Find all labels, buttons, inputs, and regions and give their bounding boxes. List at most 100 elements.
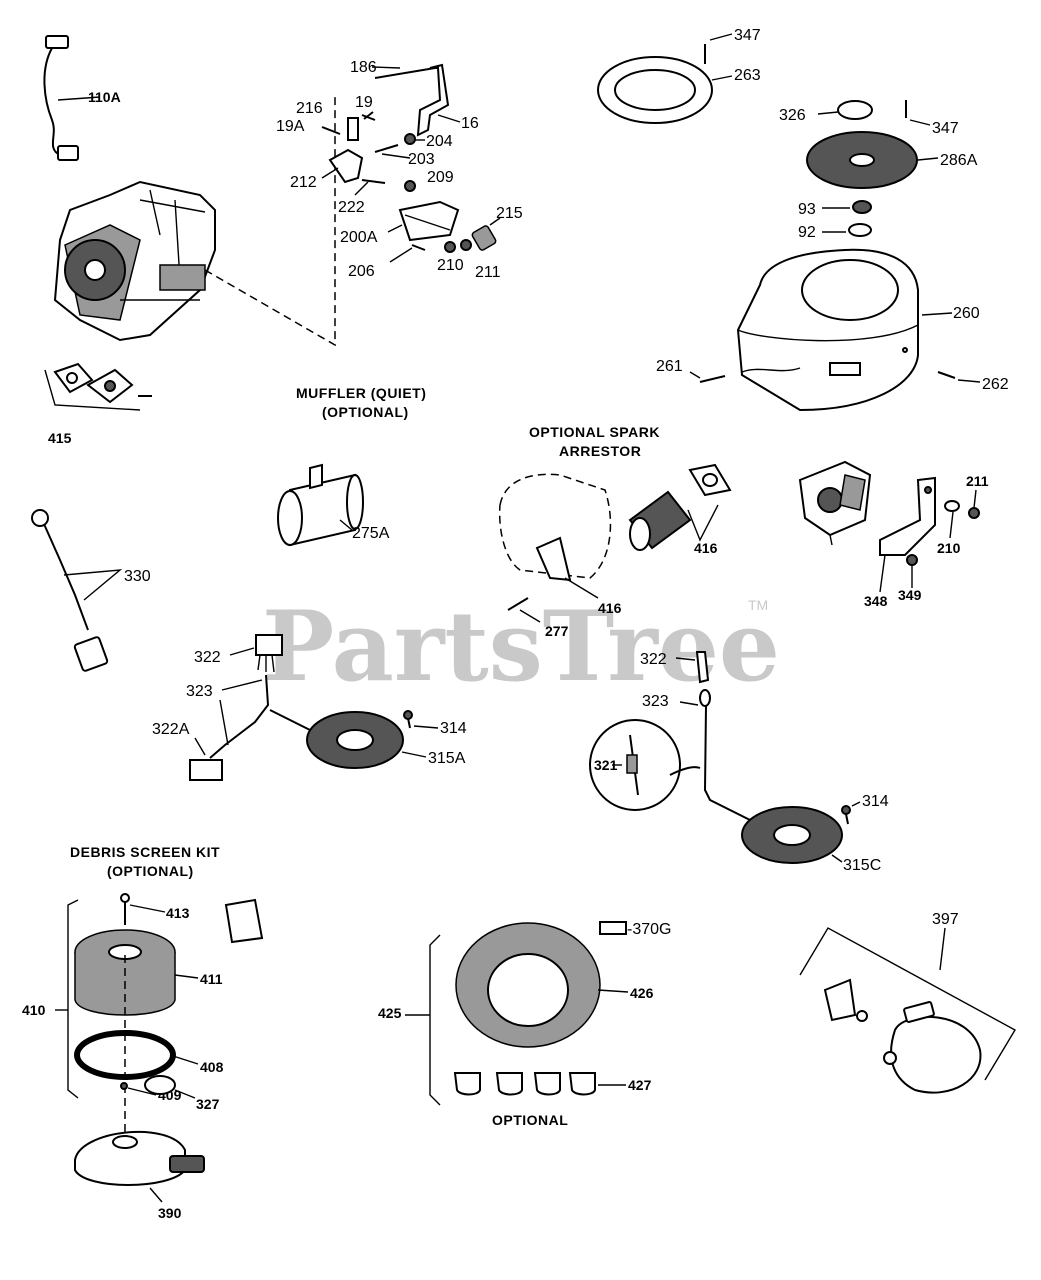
carburetor[interactable] bbox=[798, 460, 872, 546]
label-93[interactable]: 93 bbox=[798, 201, 816, 218]
part-415-flange[interactable] bbox=[53, 362, 152, 404]
label-260[interactable]: 260 bbox=[953, 305, 980, 322]
part-397-rewind-starter[interactable] bbox=[823, 978, 982, 1094]
label-427[interactable]: 427 bbox=[628, 1077, 652, 1093]
part-426-filter[interactable] bbox=[455, 922, 601, 1048]
part-322-connector-a[interactable] bbox=[255, 634, 283, 673]
label-216[interactable]: 216 bbox=[296, 100, 323, 117]
label-204[interactable]: 204 bbox=[426, 133, 453, 150]
part-211-a[interactable] bbox=[460, 239, 472, 251]
label-215[interactable]: 215 bbox=[496, 205, 523, 222]
label-408[interactable]: 408 bbox=[200, 1059, 224, 1075]
label-323-a[interactable]: 323 bbox=[186, 683, 213, 700]
part-349[interactable] bbox=[906, 554, 918, 566]
part-216[interactable] bbox=[347, 117, 359, 141]
label-203[interactable]: 203 bbox=[408, 151, 435, 168]
part-263-gasket[interactable] bbox=[597, 56, 713, 124]
label-110a[interactable]: 110A bbox=[88, 89, 121, 105]
label-19a[interactable]: 19A bbox=[276, 118, 305, 135]
part-209[interactable] bbox=[404, 180, 416, 192]
part-16-lever[interactable] bbox=[416, 63, 450, 137]
label-211-b[interactable]: 211 bbox=[966, 473, 989, 489]
part-261-bolt[interactable] bbox=[699, 375, 726, 383]
part-260-blower-housing[interactable] bbox=[736, 248, 919, 412]
label-261[interactable]: 261 bbox=[656, 358, 683, 375]
part-315c-alternator[interactable] bbox=[741, 806, 843, 864]
part-215-spring[interactable] bbox=[471, 225, 497, 251]
part-427-clips[interactable] bbox=[453, 1072, 596, 1096]
label-92[interactable]: 92 bbox=[798, 224, 816, 241]
label-275a[interactable]: 275A bbox=[352, 525, 390, 542]
label-209[interactable]: 209 bbox=[427, 169, 454, 186]
part-210-a[interactable] bbox=[444, 241, 456, 253]
part-315a-alternator[interactable] bbox=[306, 711, 404, 769]
label-426[interactable]: 426 bbox=[630, 985, 654, 1001]
label-16[interactable]: 16 bbox=[461, 115, 479, 132]
label-212[interactable]: 212 bbox=[290, 174, 317, 191]
part-314-b[interactable] bbox=[841, 805, 851, 815]
part-186-rod[interactable] bbox=[374, 67, 436, 79]
label-19[interactable]: 19 bbox=[355, 94, 373, 111]
label-330[interactable]: 330 bbox=[124, 568, 151, 585]
part-416-screen[interactable] bbox=[628, 490, 692, 551]
part-416-gasket[interactable] bbox=[688, 463, 732, 497]
label-206[interactable]: 206 bbox=[348, 263, 375, 280]
label-210-b[interactable]: 210 bbox=[937, 540, 961, 556]
label-263[interactable]: 263 bbox=[734, 67, 761, 84]
part-211-b[interactable] bbox=[968, 507, 980, 519]
label-200a[interactable]: 200A bbox=[340, 229, 378, 246]
part-93-nut[interactable] bbox=[852, 200, 872, 214]
label-315a[interactable]: 315A bbox=[428, 750, 466, 767]
label-348[interactable]: 348 bbox=[864, 593, 888, 609]
label-314-b[interactable]: 314 bbox=[862, 793, 889, 810]
part-110a-wire[interactable] bbox=[43, 35, 79, 161]
part-411-screen[interactable] bbox=[74, 929, 176, 1016]
label-370g[interactable]: -370G bbox=[627, 921, 671, 938]
part-330-lead[interactable] bbox=[31, 509, 109, 672]
label-322-a[interactable]: 322 bbox=[194, 649, 221, 666]
label-410[interactable]: 410 bbox=[22, 1002, 46, 1018]
label-315c[interactable]: 315C bbox=[843, 857, 881, 874]
part-370g-tag[interactable] bbox=[599, 921, 627, 935]
part-92-washer[interactable] bbox=[848, 223, 872, 237]
label-321[interactable]: 321 bbox=[594, 757, 618, 773]
label-210-a[interactable]: 210 bbox=[437, 257, 464, 274]
engine-block[interactable] bbox=[53, 180, 216, 342]
label-347-b[interactable]: 347 bbox=[932, 120, 959, 137]
label-416-a[interactable]: 416 bbox=[694, 540, 718, 556]
label-349[interactable]: 349 bbox=[898, 587, 922, 603]
label-411[interactable]: 411 bbox=[200, 971, 223, 987]
part-286a-screen[interactable] bbox=[806, 131, 918, 189]
part-275a-muffler[interactable] bbox=[277, 463, 364, 547]
label-322-b[interactable]: 322 bbox=[640, 651, 667, 668]
part-322a-connector[interactable] bbox=[189, 759, 223, 781]
part-390-starter[interactable] bbox=[74, 1130, 205, 1186]
label-347-a[interactable]: 347 bbox=[734, 27, 761, 44]
label-390[interactable]: 390 bbox=[158, 1205, 182, 1221]
label-277[interactable]: 277 bbox=[545, 623, 569, 639]
part-277-screw[interactable] bbox=[507, 597, 529, 611]
label-416-b[interactable]: 416 bbox=[598, 600, 622, 616]
part-323-terminal[interactable] bbox=[699, 689, 711, 707]
label-222[interactable]: 222 bbox=[338, 199, 365, 216]
part-416-deflector[interactable] bbox=[535, 536, 572, 582]
label-326[interactable]: 326 bbox=[779, 107, 806, 124]
label-323-b[interactable]: 323 bbox=[642, 693, 669, 710]
part-409[interactable] bbox=[120, 1082, 128, 1090]
label-262[interactable]: 262 bbox=[982, 376, 1009, 393]
part-200a-bracket[interactable] bbox=[398, 200, 460, 242]
label-322aa[interactable]: 322A bbox=[152, 721, 190, 738]
label-415[interactable]: 415 bbox=[48, 430, 72, 446]
part-212[interactable] bbox=[328, 148, 364, 184]
label-314-a[interactable]: 314 bbox=[440, 720, 467, 737]
part-348-bracket[interactable] bbox=[879, 476, 936, 556]
label-186[interactable]: 186 bbox=[350, 59, 377, 76]
part-370g-decal[interactable] bbox=[224, 898, 264, 944]
label-327[interactable]: 327 bbox=[196, 1096, 220, 1112]
part-321-detail-circle[interactable] bbox=[589, 719, 701, 811]
part-206[interactable] bbox=[411, 244, 426, 251]
part-262-bolt[interactable] bbox=[937, 371, 956, 379]
part-210-b[interactable] bbox=[944, 500, 960, 512]
part-327-decal[interactable] bbox=[144, 1075, 176, 1095]
label-211-a[interactable]: 211 bbox=[475, 264, 501, 281]
